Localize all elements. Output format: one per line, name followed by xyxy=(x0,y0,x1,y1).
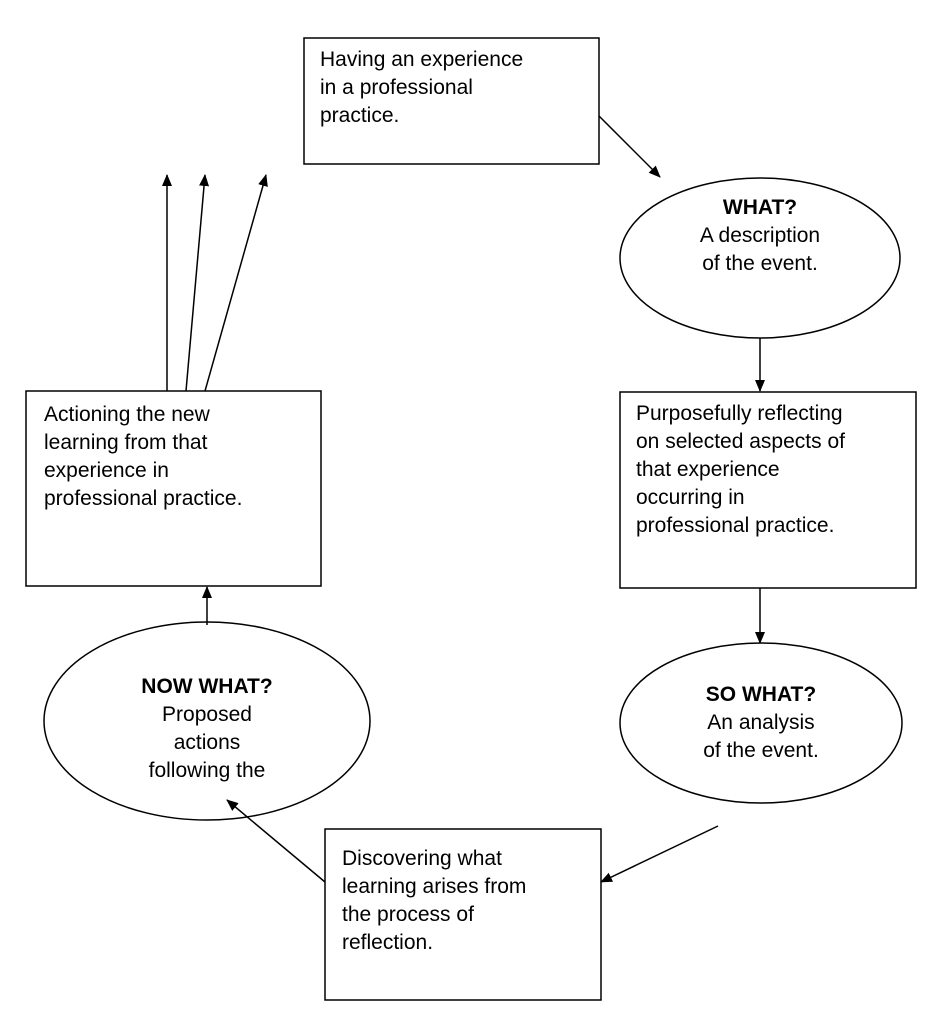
arrow-so-what-to-discovering xyxy=(600,825,719,883)
actioning-line-3: experience in xyxy=(44,459,169,482)
arrow-experience-to-what xyxy=(598,115,661,178)
discovering-text: Discovering what learning arises from th… xyxy=(342,845,597,957)
reflecting-line-1: Purposefully reflecting xyxy=(636,402,843,425)
so-what-line-1: An analysis xyxy=(707,711,815,734)
experience-line-2: in a professional xyxy=(320,76,473,99)
reflecting-line-3: that experience xyxy=(636,458,780,481)
reflecting-line-5: professional practice. xyxy=(636,514,835,537)
discovering-line-3: the process of xyxy=(342,903,474,926)
arrow-discovering-to-now-what xyxy=(226,799,326,883)
actioning-line-1: Actioning the new xyxy=(44,403,210,426)
reflecting-text: Purposefully reflecting on selected aspe… xyxy=(636,400,911,540)
reflecting-line-4: occurring in xyxy=(636,486,745,509)
now-what-text: NOW WHAT? Proposed actions following the xyxy=(77,673,337,785)
actioning-text: Actioning the new learning from that exp… xyxy=(44,401,319,513)
now-what-heading: NOW WHAT? xyxy=(141,675,273,698)
discovering-line-4: reflection. xyxy=(342,931,434,954)
discovering-line-1: Discovering what xyxy=(342,847,502,870)
what-line-1: A description xyxy=(699,224,821,247)
so-what-line-2: of the event. xyxy=(703,739,819,762)
actioning-line-4: professional practice. xyxy=(44,487,243,510)
so-what-heading: SO WHAT? xyxy=(705,683,817,706)
actioning-line-2: learning from that xyxy=(44,431,208,454)
what-line-2: of the event. xyxy=(702,252,818,275)
what-heading: WHAT? xyxy=(722,196,798,219)
reflecting-box xyxy=(619,391,917,589)
experience-line-1: Having an experience xyxy=(320,48,524,71)
so-what-text: SO WHAT? An analysis of the event. xyxy=(641,681,881,765)
arrow-out-2 xyxy=(185,174,210,392)
discovering-line-2: learning arises from xyxy=(342,875,527,898)
experience-box xyxy=(303,37,600,165)
experience-line-3: practice. xyxy=(320,104,400,127)
reflecting-line-2: on selected aspects of xyxy=(636,430,845,453)
arrow-out-3 xyxy=(204,174,268,392)
experience-text: Having an experience in a professional p… xyxy=(320,46,590,130)
discovering-box xyxy=(324,828,602,1001)
now-what-line-2: actions xyxy=(173,731,241,754)
actioning-box xyxy=(25,390,322,587)
now-what-line-3: following the xyxy=(148,759,266,782)
now-what-line-1: Proposed xyxy=(162,703,252,726)
what-text: WHAT? A description of the event. xyxy=(640,194,880,278)
